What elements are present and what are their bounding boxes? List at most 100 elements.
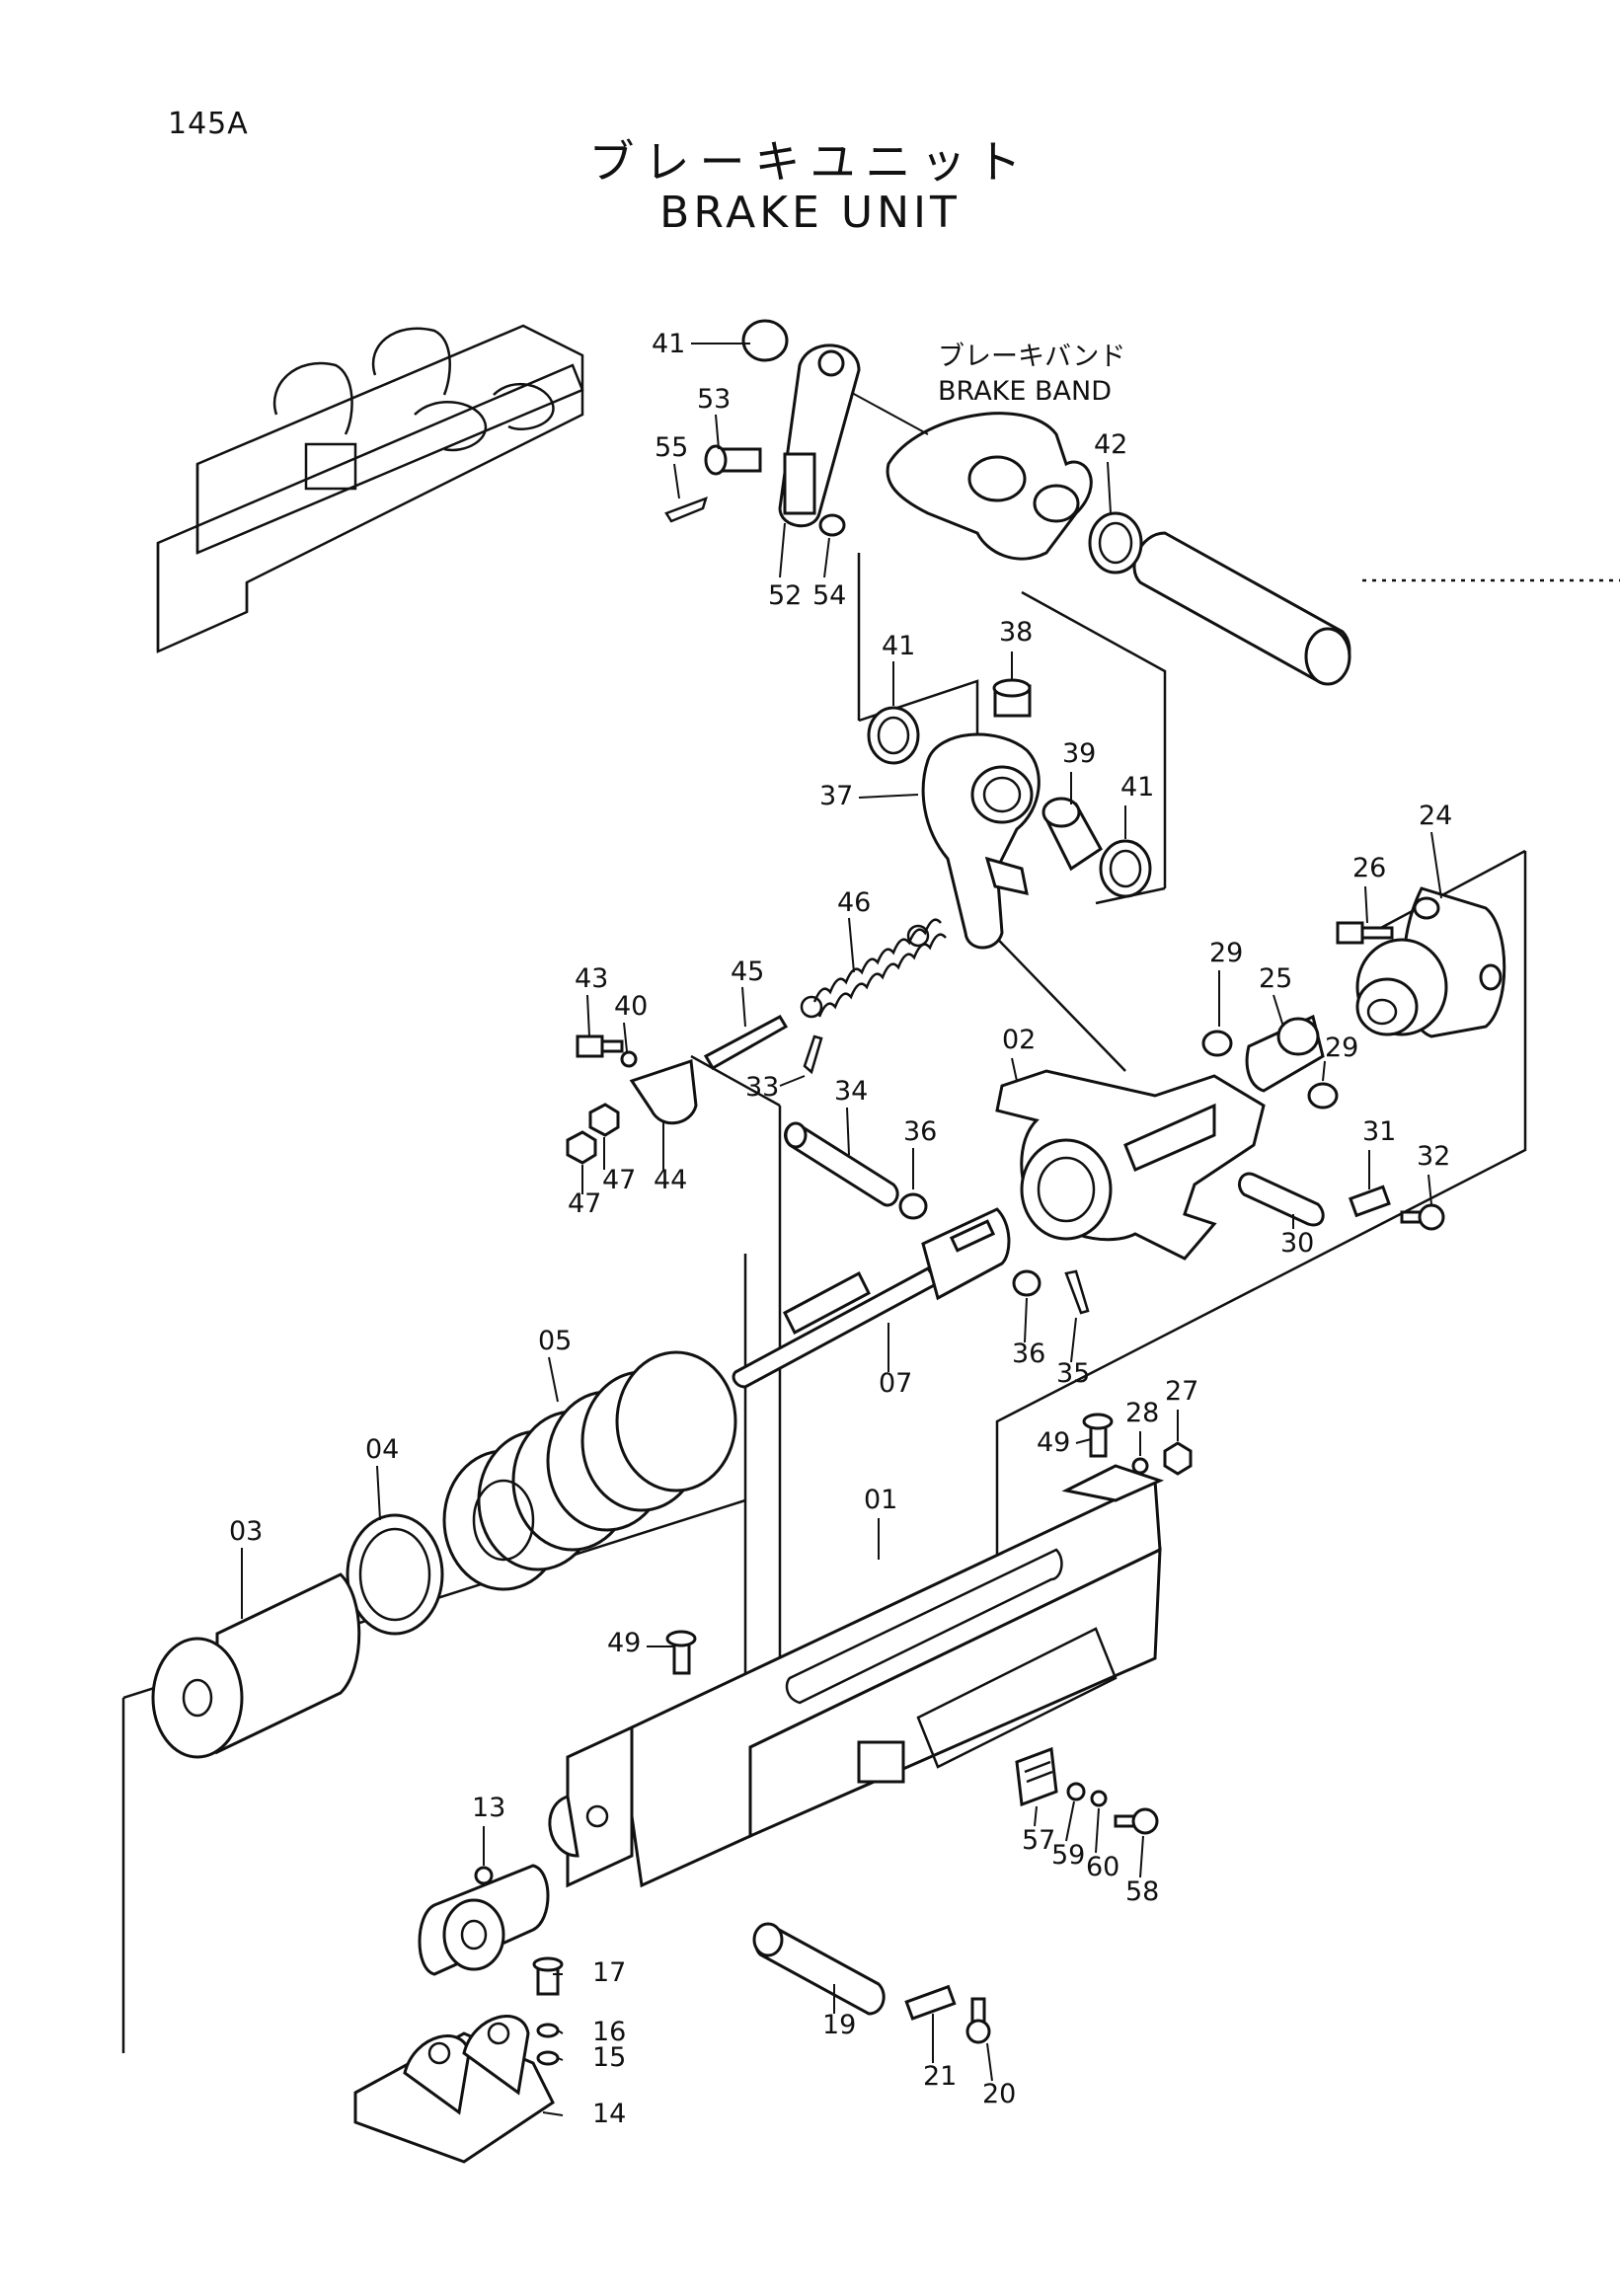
callout-05: 05 — [538, 1326, 572, 1403]
callout-number: 19 — [822, 2010, 856, 2040]
callout-number: 26 — [1352, 853, 1386, 883]
washer-40 — [620, 1050, 638, 1068]
callout-57: 57 — [1022, 1805, 1055, 1856]
washer-36b — [1012, 1269, 1041, 1297]
bolt-17 — [532, 1956, 564, 1996]
callout-number: 16 — [592, 2017, 626, 2047]
callout-number: 24 — [1419, 801, 1452, 831]
callout-26: 26 — [1352, 853, 1386, 924]
callout-leader-line — [1070, 1317, 1077, 1363]
callout-number: 37 — [819, 781, 853, 811]
callout-33: 33 — [745, 1072, 806, 1103]
brake-band-label-jp: ブレーキバンド — [938, 342, 1125, 372]
callout-leader-line — [557, 2029, 564, 2034]
bolt-49-upper — [1082, 1413, 1114, 1458]
callout-13: 13 — [472, 1793, 505, 1866]
callout-number: 27 — [1165, 1376, 1198, 1407]
callout-number: 02 — [1002, 1025, 1036, 1055]
callout-number: 41 — [882, 631, 915, 661]
callout-02: 02 — [1002, 1025, 1036, 1082]
brake-lever-bracket — [921, 732, 1041, 950]
brake-band — [818, 374, 1093, 561]
callout-54: 54 — [812, 537, 846, 611]
washer-59 — [1066, 1782, 1086, 1801]
callout-60: 60 — [1086, 1807, 1119, 1882]
callout-leader-line — [1034, 1805, 1038, 1827]
pin-34 — [784, 1121, 899, 1207]
callout-58: 58 — [1125, 1835, 1159, 1907]
brake-housing — [995, 1069, 1266, 1261]
callout-59: 59 — [1051, 1800, 1085, 1871]
callout-40: 40 — [614, 991, 648, 1052]
callout-number: 36 — [903, 1116, 937, 1147]
callout-19: 19 — [822, 1984, 856, 2040]
callout-number: 34 — [834, 1076, 868, 1107]
callout-29: 29 — [1209, 938, 1243, 1027]
main-spring — [442, 1350, 737, 1591]
callout-leader-line — [848, 917, 855, 973]
bushing-38 — [992, 678, 1032, 718]
washer-28 — [1131, 1457, 1149, 1475]
callout-number: 59 — [1051, 1840, 1085, 1871]
callout-number: 41 — [1120, 772, 1154, 803]
bracket-44 — [629, 1058, 698, 1125]
callout-number: 55 — [655, 432, 688, 463]
washer-15 — [536, 2050, 560, 2066]
callout-number: 33 — [745, 1072, 779, 1103]
pin-shaft — [1132, 531, 1620, 686]
brake-actuator — [1355, 886, 1506, 1038]
callout-49: 49 — [607, 1628, 673, 1658]
cotter-pin-33 — [803, 1034, 823, 1075]
washer-60 — [1090, 1790, 1108, 1807]
callout-number: 28 — [1125, 1398, 1159, 1428]
callout-29: 29 — [1322, 1033, 1358, 1082]
callout-number: 30 — [1280, 1228, 1314, 1259]
adjust-rod — [703, 1015, 789, 1071]
bushing-39 — [1041, 797, 1103, 872]
callout-leader-line — [1011, 1057, 1018, 1082]
callout-number: 45 — [731, 957, 764, 987]
callout-47: 47 — [568, 1165, 601, 1219]
callout-43: 43 — [575, 963, 608, 1037]
callout-number: 05 — [538, 1326, 572, 1356]
callout-number: 13 — [472, 1793, 505, 1823]
callout-leader-line — [779, 522, 786, 578]
callout-52: 52 — [768, 522, 802, 611]
callout-55: 55 — [655, 432, 688, 499]
seal-ring — [741, 319, 789, 362]
callout-28: 28 — [1125, 1398, 1159, 1456]
callout-36: 36 — [903, 1116, 937, 1189]
callout-number: 15 — [592, 2042, 626, 2073]
callout-leader-line — [1139, 1835, 1144, 1878]
callout-53: 53 — [697, 384, 731, 450]
callout-46: 46 — [837, 887, 871, 973]
main-frame — [548, 1464, 1165, 1888]
callout-leader-line — [741, 986, 746, 1028]
callout-27: 27 — [1165, 1376, 1198, 1441]
callout-leader-line — [542, 2111, 564, 2116]
callout-number: 36 — [1012, 1339, 1045, 1369]
callout-17: 17 — [553, 1957, 626, 1988]
callout-32: 32 — [1417, 1141, 1450, 1205]
bolt-32 — [1400, 1203, 1445, 1231]
callout-number: 21 — [923, 2061, 957, 2092]
callout-number: 43 — [575, 963, 608, 994]
adjust-rod-07 — [732, 1207, 1011, 1389]
seal-ring-42 — [1088, 511, 1143, 574]
callout-leader-line — [858, 794, 919, 799]
callout-leader-line — [623, 1022, 628, 1052]
callout-15: 15 — [557, 2042, 626, 2073]
yoke — [418, 1864, 550, 1976]
callout-03: 03 — [229, 1516, 263, 1619]
callout-number: 39 — [1062, 738, 1096, 769]
callout-39: 39 — [1062, 738, 1096, 804]
callout-38: 38 — [999, 617, 1033, 681]
callout-41: 41 — [652, 329, 750, 359]
callout-number: 38 — [999, 617, 1033, 648]
washer-29a — [1201, 1030, 1233, 1057]
callout-49: 49 — [1037, 1427, 1092, 1458]
callout-number: 32 — [1417, 1141, 1450, 1172]
